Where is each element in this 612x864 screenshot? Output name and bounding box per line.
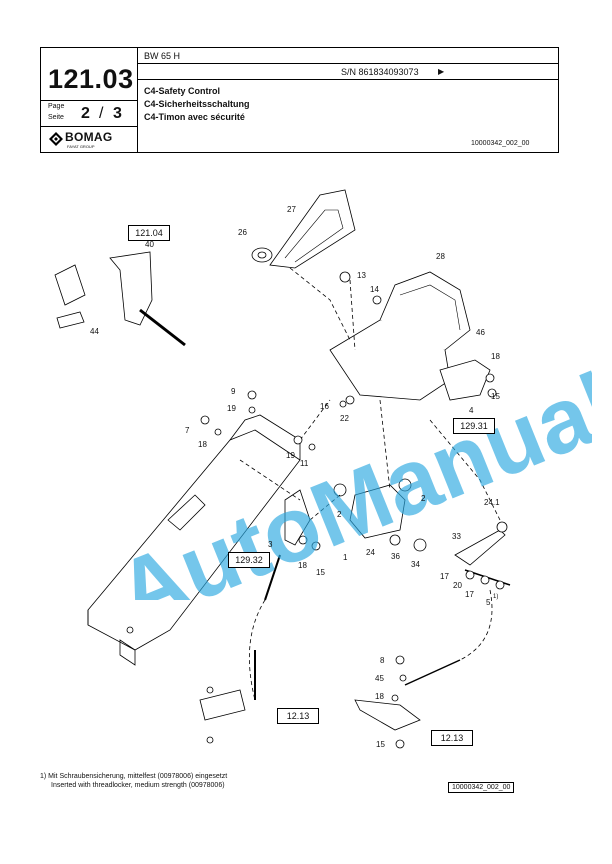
part-label: 19: [227, 404, 236, 413]
part-label: 2: [337, 510, 342, 519]
part-label: 14: [370, 285, 379, 294]
part-label: 44: [90, 327, 99, 336]
part-label: 24: [366, 548, 375, 557]
part-label-footnote-ref: 1): [493, 594, 499, 600]
ref-box-129-31[interactable]: 129.31: [453, 418, 495, 434]
ref-box-12-13-left[interactable]: 12.13: [277, 708, 319, 724]
part-label: 27: [287, 205, 296, 214]
title-english: C4-Safety Control: [144, 86, 221, 96]
bomag-logo-icon: [49, 132, 63, 146]
part-label: 5: [486, 598, 491, 607]
part-label: 28: [436, 252, 445, 261]
part-label: 8: [380, 656, 385, 665]
part-label: 2: [421, 494, 426, 503]
part-label: 34: [411, 560, 420, 569]
part-label: 15: [376, 740, 385, 749]
header-divider-logo: [41, 126, 137, 127]
footer-document-code: 10000342_002_00: [448, 782, 515, 793]
part-label: 9: [231, 387, 236, 396]
part-label: 17: [465, 590, 474, 599]
part-label: 18: [491, 352, 500, 361]
part-label: 26: [238, 228, 247, 237]
document-code: 10000342_002_00: [471, 140, 530, 147]
part-label: 24.1: [484, 498, 500, 507]
part-label: 36: [391, 552, 400, 561]
part-label: 18: [298, 561, 307, 570]
header-divider-model: [137, 63, 558, 64]
logo-subtext: FAYAT GROUP: [67, 144, 95, 149]
header-box: 121.03 Page Seite 2 / 3 BOMAG FAYAT GROU…: [40, 47, 559, 153]
ref-box-129-32[interactable]: 129.32: [228, 552, 270, 568]
part-label: 33: [452, 532, 461, 541]
part-label: 19: [286, 451, 295, 460]
footnote-line-1: 1) Mit Schraubensicherung, mittelfest (0…: [40, 773, 228, 780]
part-label: 11: [300, 459, 309, 468]
title-german: C4-Sicherheitsschaltung: [144, 99, 250, 109]
page-total: 3: [113, 105, 122, 122]
part-label: 4: [469, 406, 474, 415]
part-label: 1: [343, 553, 348, 562]
part-label: 3: [268, 540, 273, 549]
part-label: 22: [340, 414, 349, 423]
footnote-line-2: Inserted with threadlocker, medium stren…: [51, 782, 225, 789]
part-label: 13: [357, 271, 366, 280]
part-label: 15: [316, 568, 325, 577]
page-label-top: Page: [48, 103, 65, 110]
model-name: BW 65 H: [144, 51, 181, 61]
part-label: 18: [198, 440, 207, 449]
page-label-bottom: Seite: [48, 114, 64, 121]
part-label: 18: [375, 692, 384, 701]
part-label: 40: [145, 240, 154, 249]
part-label: 15: [491, 392, 500, 401]
header-divider-vertical: [137, 48, 138, 152]
serial-arrow-icon: ▶: [438, 67, 445, 76]
page-number: 121.03: [48, 64, 134, 94]
page-current: 2: [81, 105, 90, 122]
title-french: C4-Timon avec sécurité: [144, 112, 245, 122]
serial-number: S/N 861834093073: [341, 67, 419, 77]
ref-box-12-13-right[interactable]: 12.13: [431, 730, 473, 746]
header-divider-serial: [137, 79, 558, 80]
part-label: 20: [453, 581, 462, 590]
part-label: 7: [185, 426, 190, 435]
logo-text: BOMAG: [65, 130, 113, 144]
page-separator: /: [99, 105, 104, 122]
part-label: 17: [440, 572, 449, 581]
part-label: 46: [476, 328, 485, 337]
part-label: 16: [320, 402, 329, 411]
part-label: 45: [375, 674, 384, 683]
ref-box-121-04[interactable]: 121.04: [128, 225, 170, 241]
header-divider-page: [41, 100, 137, 101]
